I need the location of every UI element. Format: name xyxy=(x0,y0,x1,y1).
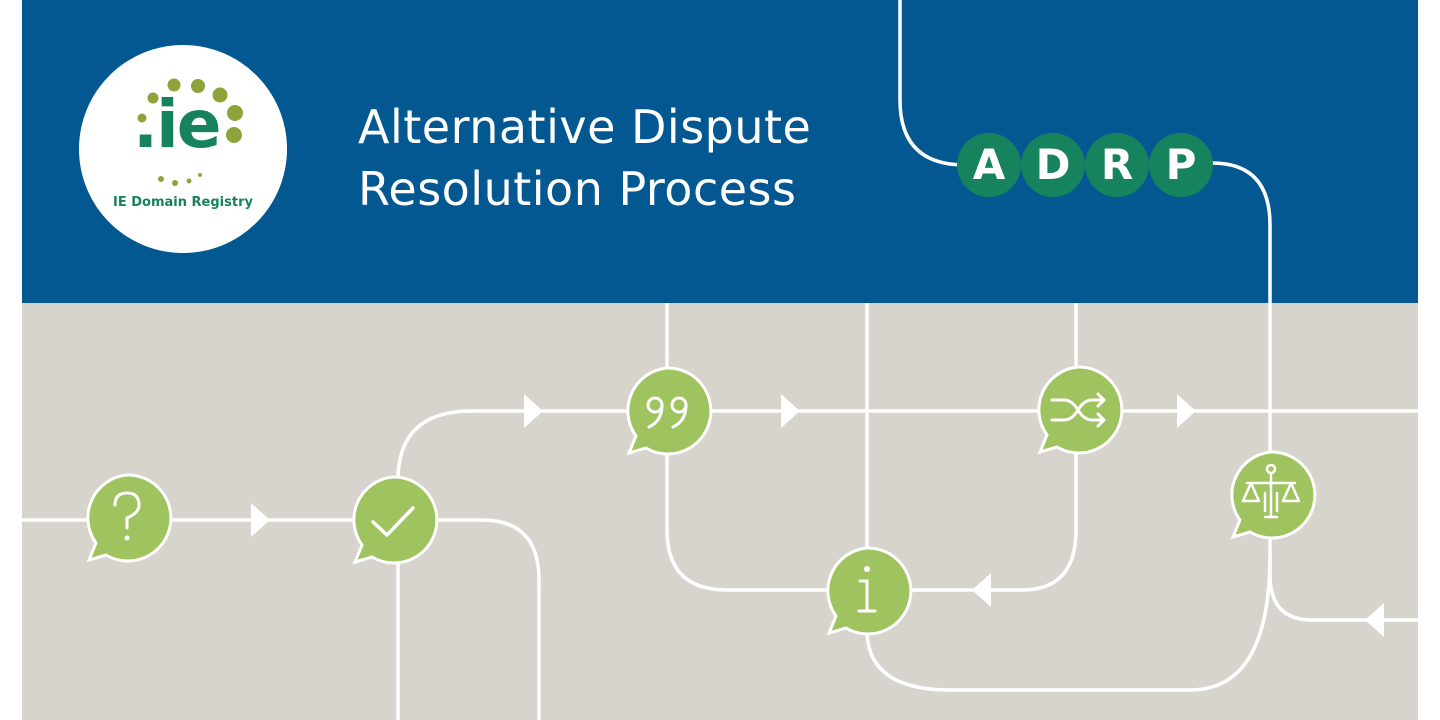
arrow-left-icon xyxy=(972,573,991,607)
arrow-right-icon xyxy=(1177,394,1196,428)
checkmark-bubble-icon xyxy=(343,470,443,570)
path-scale-down xyxy=(1268,555,1418,622)
title-line-1: Alternative Dispute xyxy=(358,100,812,154)
adrp-cover: .ie IE Domain Registry Alternative Dispu… xyxy=(22,0,1418,720)
quote-bubble-icon xyxy=(617,361,717,461)
acronym-letter-p: P xyxy=(1149,133,1213,197)
page-title: Alternative Dispute Resolution Process xyxy=(358,96,811,220)
path-adrp-right xyxy=(865,161,1272,692)
arrow-right-icon xyxy=(781,394,800,428)
ie-dot-ring-logo-icon xyxy=(137,78,243,186)
acronym-letter-r: R xyxy=(1085,133,1149,197)
info-bubble-icon xyxy=(817,541,917,641)
arrow-left-icon xyxy=(1365,603,1384,637)
shuffle-bubble-icon xyxy=(1028,360,1128,460)
arrow-right-icon xyxy=(524,394,543,428)
path-check-up xyxy=(396,409,1418,520)
question-bubble-icon xyxy=(77,468,177,568)
path-top-loop xyxy=(898,0,966,167)
acronym-badges: A D R P xyxy=(957,133,1215,197)
logo-badge: .ie IE Domain Registry xyxy=(79,45,287,253)
logo-mark: .ie xyxy=(133,86,221,163)
scales-of-justice-bubble-icon xyxy=(1221,445,1321,545)
title-line-2: Resolution Process xyxy=(358,162,797,216)
path-check-right xyxy=(434,518,541,720)
arrow-right-icon xyxy=(251,503,270,537)
logo-caption: IE Domain Registry xyxy=(113,195,253,210)
acronym-letter-a: A xyxy=(957,133,1021,197)
acronym-letter-d: D xyxy=(1021,133,1085,197)
